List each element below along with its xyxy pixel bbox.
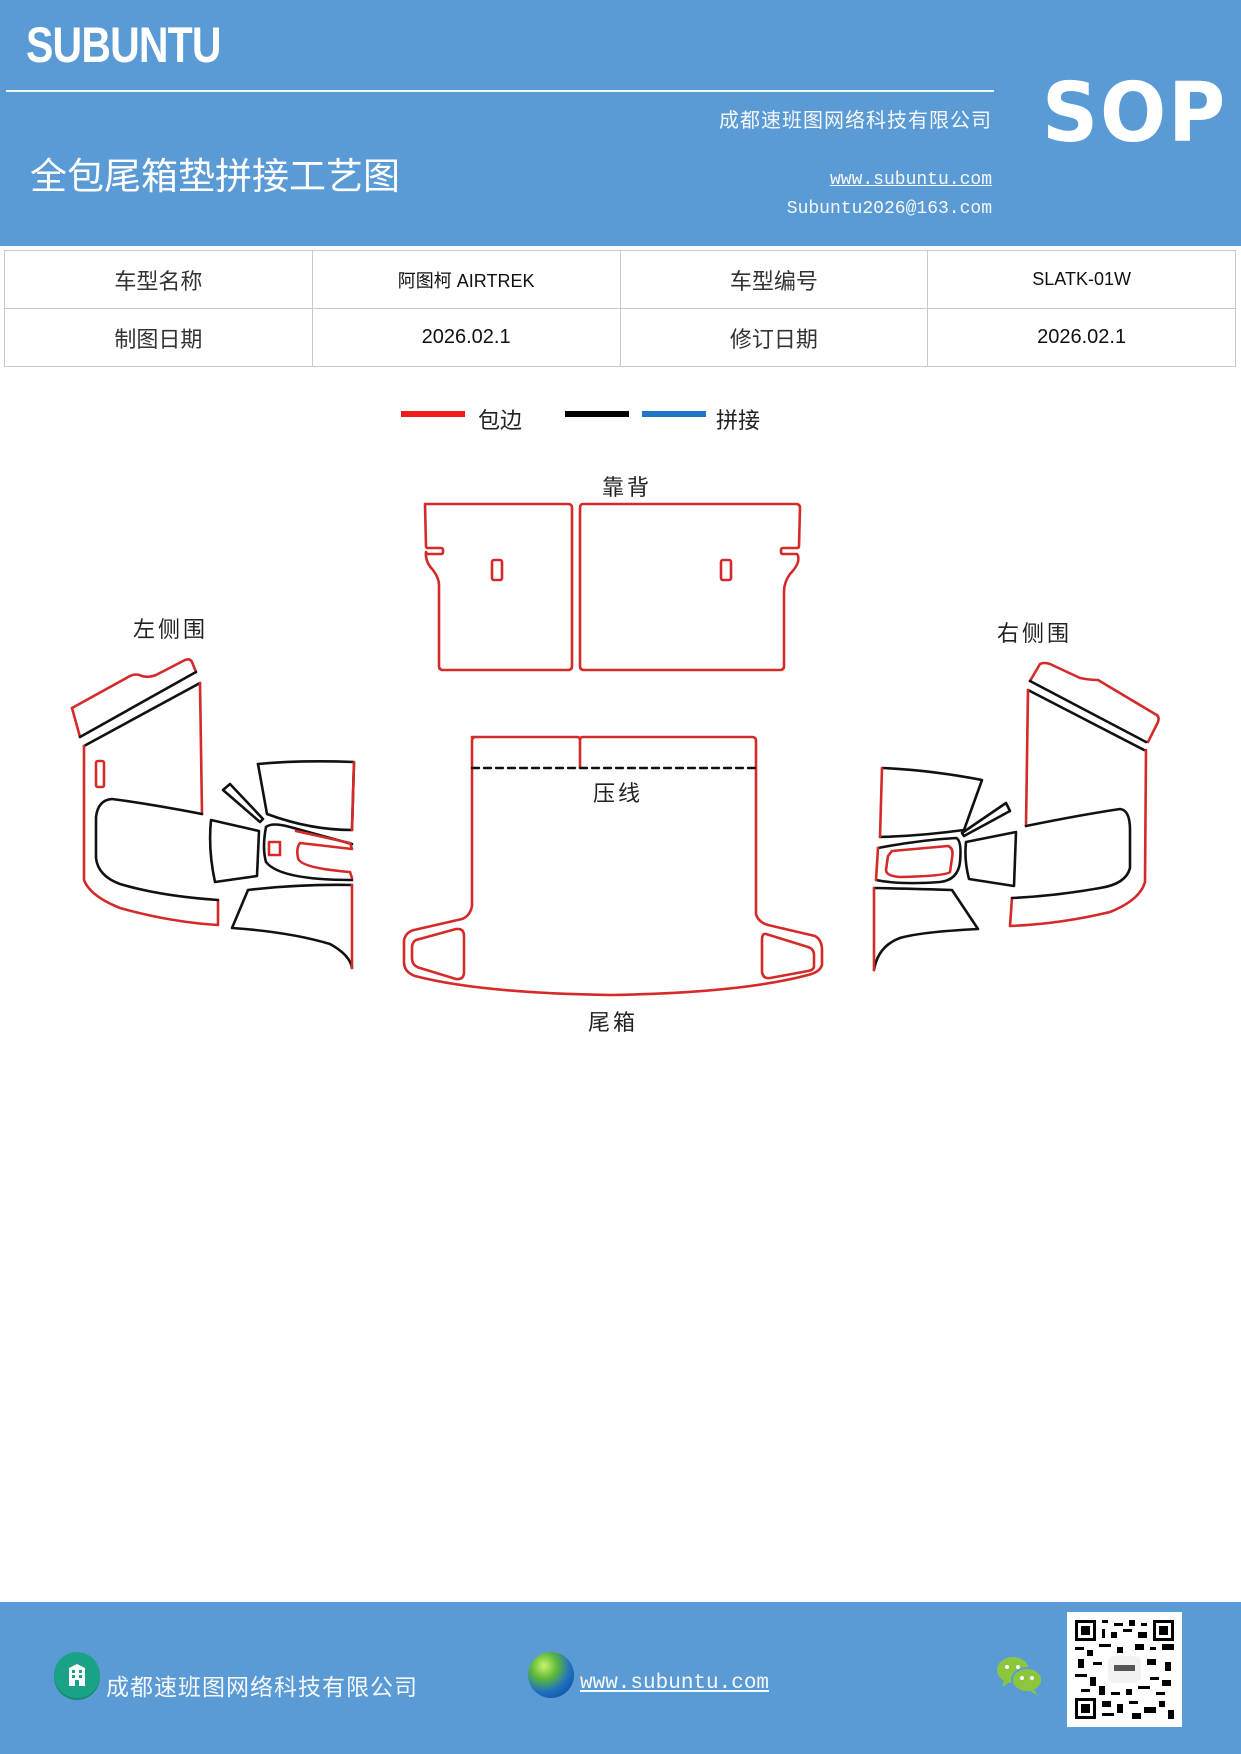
legend: 包边 拼接 bbox=[0, 400, 1241, 440]
right-side-panel bbox=[872, 661, 1160, 972]
document-title: 全包尾箱垫拼接工艺图 bbox=[30, 155, 400, 198]
website-link[interactable]: www.subuntu.com bbox=[829, 170, 992, 190]
building-icon bbox=[54, 1652, 100, 1698]
pattern-diagram: 靠背 左侧围 右侧围 压线 尾箱 bbox=[0, 440, 1241, 1060]
trunk-mat bbox=[402, 735, 824, 997]
drawing-date-value: 2026.02.1 bbox=[311, 308, 621, 367]
globe-icon bbox=[528, 1652, 574, 1698]
legend-swatch-splice bbox=[642, 411, 706, 417]
email-address[interactable]: Subuntu2026@163.com bbox=[786, 199, 992, 219]
model-name-label: 车型名称 bbox=[4, 250, 313, 309]
sop-badge: SOP bbox=[1042, 66, 1228, 161]
backrest-left-panel bbox=[423, 502, 574, 672]
legend-label-splice: 拼接 bbox=[716, 409, 761, 434]
company-name: 成都速班图网络科技有限公司 bbox=[719, 108, 992, 132]
footer-website-link[interactable]: www.subuntu.com bbox=[580, 1672, 770, 1695]
label-crease: 压线 bbox=[593, 782, 644, 807]
footer-company-name: 成都速班图网络科技有限公司 bbox=[106, 1675, 418, 1701]
model-name-value: 阿图柯 AIRTREK bbox=[311, 250, 621, 309]
pattern-drawing bbox=[70, 502, 1160, 997]
legend-label-edge: 包边 bbox=[478, 409, 523, 434]
table-row: 车型名称 阿图柯 AIRTREK 车型编号 SLATK-01W bbox=[4, 250, 1236, 309]
legend-swatch-seam bbox=[565, 411, 629, 417]
header-banner: SUBUNTU 全包尾箱垫拼接工艺图 成都速班图网络科技有限公司 www.sub… bbox=[0, 0, 1241, 246]
label-backrest: 靠背 bbox=[602, 476, 653, 501]
drawing-date-label: 制图日期 bbox=[4, 308, 313, 367]
legend-swatch-edge bbox=[401, 411, 465, 417]
brand-logo: SUBUNTU bbox=[26, 17, 222, 73]
table-row: 制图日期 2026.02.1 修订日期 2026.02.1 bbox=[4, 308, 1236, 367]
model-code-value: SLATK-01W bbox=[927, 250, 1236, 309]
revision-date-label: 修订日期 bbox=[619, 308, 929, 367]
header-divider bbox=[6, 90, 994, 92]
backrest-right-panel bbox=[578, 502, 802, 672]
revision-date-value: 2026.02.1 bbox=[927, 308, 1236, 367]
label-right-side: 右侧围 bbox=[997, 622, 1073, 647]
footer-banner: 成都速班图网络科技有限公司 www.subuntu.com bbox=[0, 1602, 1241, 1754]
left-side-panel bbox=[70, 658, 356, 970]
model-code-label: 车型编号 bbox=[619, 250, 929, 309]
qr-code bbox=[1067, 1612, 1182, 1727]
wechat-icon[interactable] bbox=[996, 1654, 1044, 1698]
label-left-side: 左侧围 bbox=[133, 618, 209, 643]
vehicle-info-table: 车型名称 阿图柯 AIRTREK 车型编号 SLATK-01W 制图日期 202… bbox=[4, 250, 1236, 367]
label-trunk: 尾箱 bbox=[588, 1011, 639, 1036]
